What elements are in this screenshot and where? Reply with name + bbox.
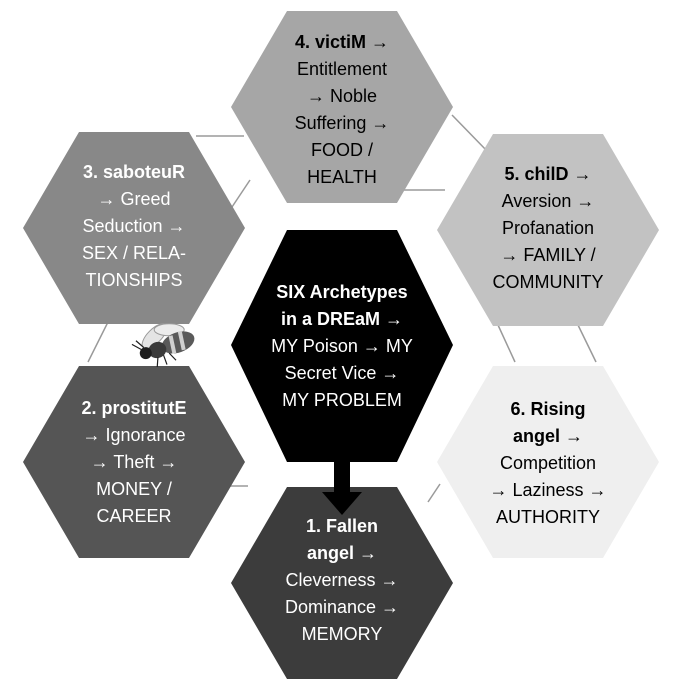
hexagon-child: 5. chilD → Aversion → Profanation → FAMILY … xyxy=(437,134,659,326)
hexagon-label-line: TIONSHIPS xyxy=(85,270,182,290)
hexagon-label-line: 4. victiM → xyxy=(295,32,389,52)
connector-line xyxy=(427,483,441,503)
hexagon-label-line: AUTHORITY xyxy=(496,507,600,527)
hexagon-label-line: 2. prostitutE xyxy=(81,398,186,418)
hexagon-label-line: Dominance → xyxy=(285,597,399,617)
hexagon-rising-angel: 6. Rising angel → Competition → Laziness → A… xyxy=(437,366,659,558)
connector-line xyxy=(87,321,109,363)
hexagon-label-line: Cleverness → xyxy=(285,570,398,590)
hexagon-label-line: FOOD / xyxy=(311,140,373,160)
hexagon-label: 5. chilD → Aversion → Profanation → FAMILY … xyxy=(493,164,604,292)
hexagon-label-line: SIX Archetypes xyxy=(276,282,407,302)
hexagon-label-line: Secret Vice → xyxy=(285,363,400,383)
connector-line xyxy=(577,324,597,363)
connector-line xyxy=(497,324,516,363)
hexagon-label-line: MONEY / xyxy=(96,479,172,499)
down-arrow-head xyxy=(322,492,362,515)
hexagon-shape xyxy=(23,132,245,324)
hexagon-label: 6. Rising angel → Competition → Laziness → A… xyxy=(489,399,606,527)
hexagon-label-line: CAREER xyxy=(96,506,171,526)
hexagon-label-line: → Greed xyxy=(97,189,170,209)
hexagon-shape xyxy=(231,487,453,679)
hexagon-label-line: MY Poison → MY xyxy=(271,336,413,356)
hexagon-label-line: Seduction → xyxy=(82,216,185,236)
hexagon-label-line: → Theft → xyxy=(91,452,178,472)
hexagon-label-line: in a DREaM → xyxy=(281,309,403,329)
hexagon-label-line: angel → xyxy=(307,543,377,563)
hexagon-prostitute: 2. prostitutE → Ignorance → Theft → MONEY /… xyxy=(23,366,245,558)
hexagon-label-line: angel → xyxy=(513,426,583,446)
hexagon-label: 2. prostitutE → Ignorance → Theft → MONEY /… xyxy=(81,398,186,526)
connector-line xyxy=(451,114,489,153)
hexagon-shape xyxy=(437,366,659,558)
hexagon-label-line: → Ignorance xyxy=(82,425,185,445)
hexagon-label-line: Suffering → xyxy=(295,113,390,133)
hexagon-center: SIX Archetypes in a DREaM → MY Poison → MY… xyxy=(231,230,453,462)
hexagon-label-line: 5. chilD → xyxy=(504,164,591,184)
hexagon-label-line: 3. saboteuR xyxy=(83,162,185,182)
hexagon-label-line: COMMUNITY xyxy=(493,272,604,292)
hexagon-label-line: → Laziness → xyxy=(489,480,606,500)
hexagon-label-line: 6. Rising xyxy=(510,399,585,419)
hexagon-shape xyxy=(231,230,453,462)
hexagon-label-line: HEALTH xyxy=(307,167,377,187)
hexagon-label-line: MEMORY xyxy=(302,624,383,644)
hexagon-label: SIX Archetypes in a DREaM → MY Poison → MY… xyxy=(271,282,413,410)
down-arrow-icon xyxy=(322,458,362,515)
hexagon-shape xyxy=(231,11,453,203)
hexagon-label-line: 1. Fallen xyxy=(306,516,378,536)
hexagon-shape xyxy=(23,366,245,558)
down-arrow-shaft xyxy=(334,458,350,498)
hexagon-label: 1. Fallen angel → Cleverness → Dominance → M… xyxy=(285,516,399,644)
hexagon-label-line: Aversion → xyxy=(502,191,595,211)
hexagon-label-line: Entitlement xyxy=(297,59,387,79)
hexagon-label-line: Profanation xyxy=(502,218,594,238)
bee-icon xyxy=(131,323,195,368)
hexagon-fallen-angel: 1. Fallen angel → Cleverness → Dominance → M… xyxy=(231,487,453,679)
hexagon-label-line: → Noble xyxy=(307,86,377,106)
hexagon-label-line: Competition xyxy=(500,453,596,473)
hexagon-label-line: MY PROBLEM xyxy=(282,390,402,410)
hexagon-shape xyxy=(437,134,659,326)
hexagon-label-line: → FAMILY / xyxy=(500,245,595,265)
hexagon-label-line: SEX / RELA- xyxy=(82,243,186,263)
